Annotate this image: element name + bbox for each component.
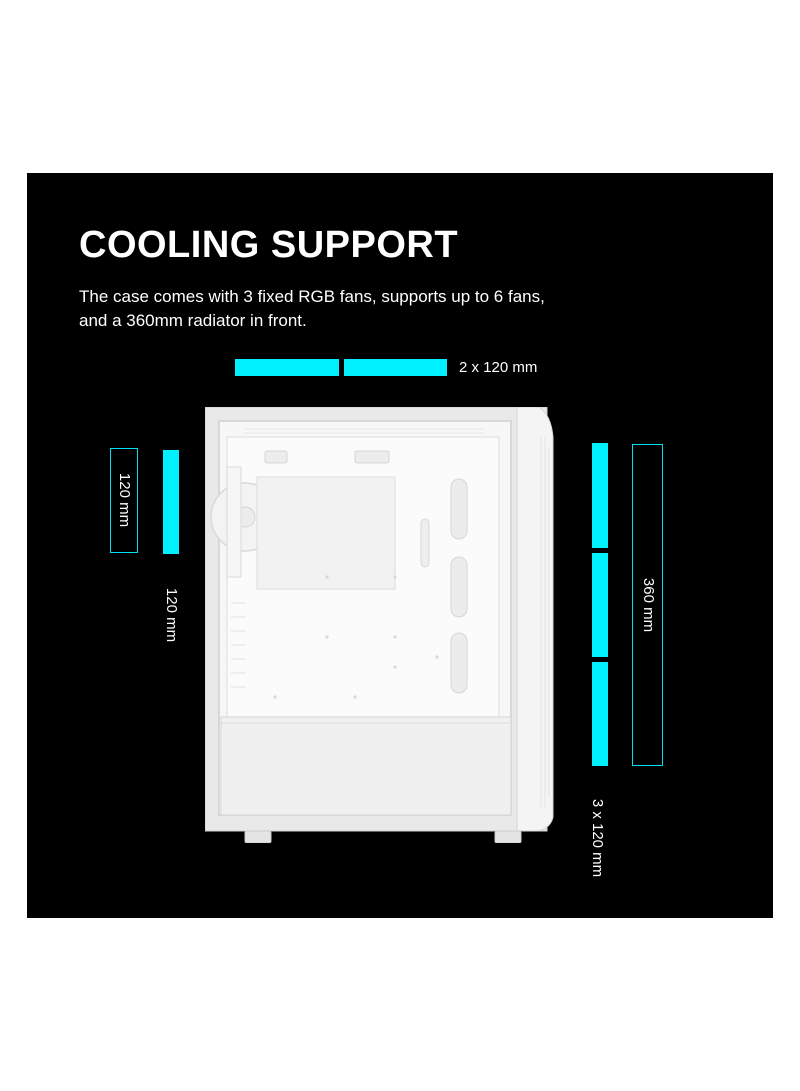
front-fan-3 [592,662,608,766]
description-line-2: and a 360mm radiator in front. [79,311,307,330]
rear-fan-bracket-label: 120 mm [116,472,133,528]
front-radiator-label: 360 mm [640,577,657,633]
front-fan-2 [592,553,608,657]
pc-case-image [205,407,554,843]
front-radiator-bracket [632,444,663,766]
top-fan-2 [344,359,447,376]
rear-fan-label: 120 mm [163,587,180,643]
front-fans-label: 3 x 120 mm [589,798,606,878]
description-line-1: The case comes with 3 fixed RGB fans, su… [79,287,545,306]
top-fan-1 [235,359,339,376]
description: The case comes with 3 fixed RGB fans, su… [79,285,699,333]
top-fans-label: 2 x 120 mm [459,359,538,376]
front-fan-1 [592,443,608,548]
rear-fan-bracket [110,448,138,553]
rear-fan [163,450,179,554]
heading: COOLING SUPPORT [79,224,459,266]
cooling-support-panel: COOLING SUPPORT The case comes with 3 fi… [27,173,773,918]
